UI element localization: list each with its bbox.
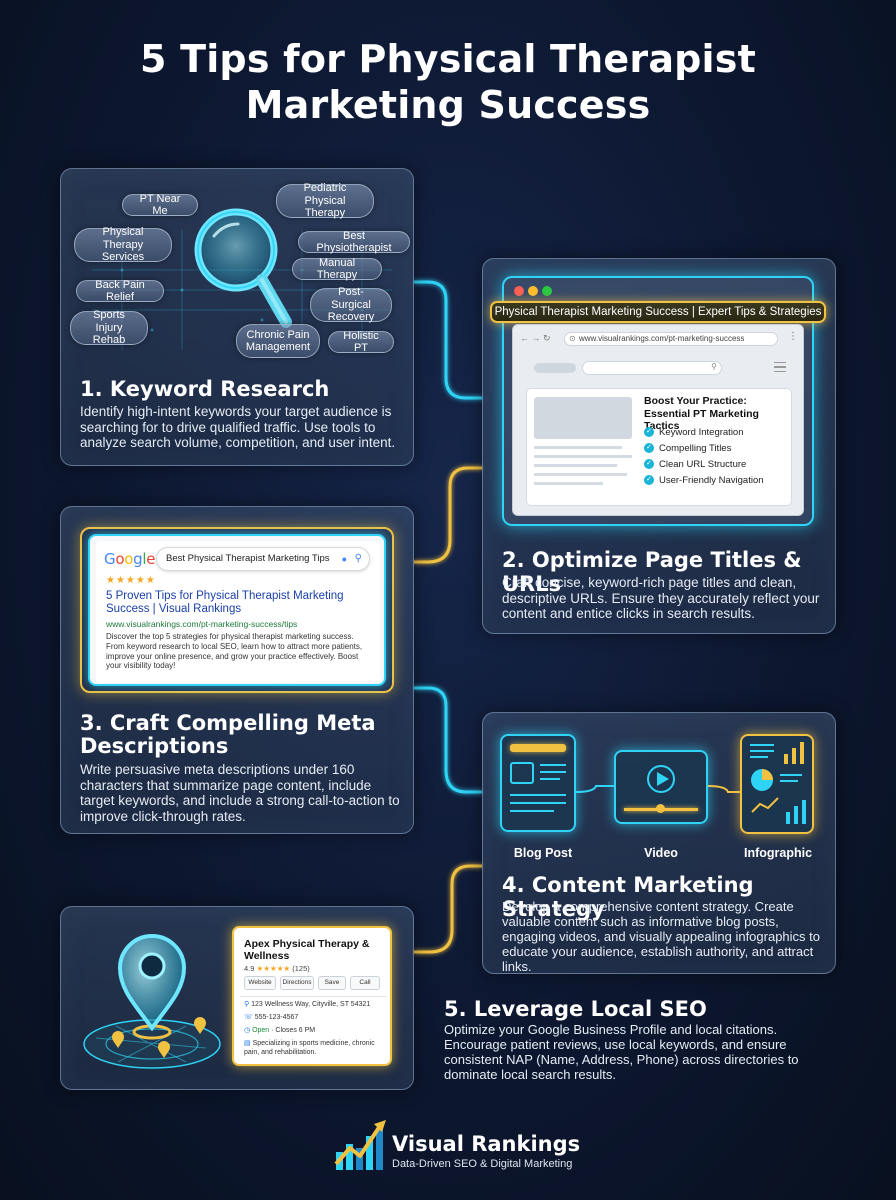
tip-3-heading: 3. Craft Compelling Meta Descriptions	[80, 711, 376, 758]
keyword-pill: Holistic PT	[328, 330, 394, 354]
menu-icon: ⋮	[788, 331, 798, 342]
keyword-pill: Manual Therapy	[292, 257, 382, 281]
keyword-pill: Back Pain Relief	[76, 279, 164, 303]
content-type-label: Infographic	[743, 846, 813, 860]
content-connector-lines	[576, 785, 740, 793]
tip-5-description: Optimize your Google Business Profile an…	[444, 1022, 799, 1082]
article-image-placeholder	[534, 397, 632, 439]
keyword-pill: Pediatric Physical Therapy	[276, 182, 374, 219]
page-title: 5 Tips for Physical Therapist Marketing …	[0, 36, 896, 128]
info-icon: ▤	[244, 1040, 251, 1047]
address-row: ⚲ 123 Wellness Way, Cityville, ST 54321	[244, 1001, 371, 1008]
checklist-item: ✓Clean URL Structure	[644, 458, 746, 472]
page-title-bar: Physical Therapist Marketing Success | E…	[490, 301, 826, 323]
tip-4-description: Develop a comprehensive content strategy…	[502, 899, 820, 974]
phone-icon: ☏	[244, 1014, 253, 1021]
search-icon: ⚲	[354, 553, 362, 564]
url-bar: ⊙ www.visualrankings.com/pt-marketing-su…	[564, 332, 778, 346]
search-query-box: Best Physical Therapist Marketing Tips ●…	[156, 547, 370, 571]
check-icon: ✓	[644, 443, 654, 454]
tip-3-description: Write persuasive meta descriptions under…	[80, 762, 400, 824]
video-icon	[614, 750, 708, 824]
keyword-pill: Sports Injury Rehab	[70, 309, 148, 346]
text-line-placeholders	[534, 446, 632, 485]
lock-icon: ⊙	[569, 334, 576, 343]
keyword-pill: Chronic Pain Management	[236, 324, 320, 358]
close-dot-icon	[514, 286, 524, 296]
connector-1-2	[414, 280, 482, 400]
hamburger-menu-icon	[774, 362, 786, 372]
content-type-label: Video	[644, 846, 678, 860]
check-icon: ✓	[644, 427, 654, 438]
keyword-pill: Best Physiotherapist	[298, 230, 410, 254]
minimize-dot-icon	[528, 286, 538, 296]
checklist-item: ✓Compelling Titles	[644, 442, 731, 456]
connector-2-3	[414, 466, 482, 564]
magnifying-glass-icon	[194, 208, 292, 328]
search-icon: ⚲	[711, 362, 717, 371]
check-icon: ✓	[644, 475, 654, 486]
site-search-box: ⚲	[582, 361, 722, 375]
directions-button[interactable]: Directions	[280, 976, 314, 990]
maximize-dot-icon	[542, 286, 552, 296]
footer-tagline: Data-Driven SEO & Digital Marketing	[392, 1158, 573, 1170]
hours-row: ◷ Open · Closes 6 PM	[244, 1027, 316, 1034]
page-title-line-2: Marketing Success	[245, 83, 651, 127]
tip-5-heading: 5. Leverage Local SEO	[444, 997, 707, 1021]
keyword-pill: Post-Surgical Recovery	[310, 286, 392, 323]
check-icon: ✓	[644, 459, 654, 470]
keyword-pill: Physical Therapy Services	[74, 226, 172, 263]
url-text: www.visualrankings.com/pt-marketing-succ…	[579, 334, 745, 343]
rating-stars: ★★★★★	[106, 575, 156, 586]
business-rating: 4.9 ★★★★★ (125)	[244, 964, 310, 973]
connector-3-4	[414, 686, 482, 794]
search-query-text: Best Physical Therapist Marketing Tips	[166, 553, 330, 564]
footer-brand-name: Visual Rankings	[392, 1132, 581, 1156]
connector-4-5	[414, 864, 482, 954]
website-button[interactable]: Website	[244, 976, 276, 990]
site-logo-placeholder	[534, 363, 576, 373]
call-button[interactable]: Call	[350, 976, 380, 990]
chart-icon	[751, 742, 806, 824]
save-button[interactable]: Save	[318, 976, 346, 990]
play-icon	[647, 765, 675, 793]
clock-icon: ◷	[244, 1027, 251, 1034]
infographic-icon	[740, 734, 814, 834]
checklist-item: ✓User-Friendly Navigation	[644, 474, 764, 488]
serp-outer-frame	[80, 527, 394, 693]
business-name: Apex Physical Therapy & Wellness	[244, 938, 370, 962]
microphone-icon: ●	[341, 554, 347, 564]
result-url: www.visualrankings.com/pt-marketing-succ…	[106, 619, 298, 629]
content-type-label: Blog Post	[513, 846, 573, 860]
visual-rankings-logo-icon	[334, 1120, 386, 1170]
checklist-item: ✓Keyword Integration	[644, 426, 744, 440]
about-row: ▤ Specializing in sports medicine, chron…	[244, 1040, 375, 1056]
blog-post-icon	[500, 734, 576, 832]
page-title-line-1: 5 Tips for Physical Therapist	[140, 37, 756, 81]
keyword-pill: PT Near Me	[122, 193, 198, 217]
result-snippet: Discover the top 5 strategies for physic…	[106, 632, 363, 671]
tip-2-heading: 2. Optimize Page Titles & URLs	[502, 548, 802, 596]
map-pin-icon	[83, 934, 221, 1069]
browser-nav-icons: ← → ↻	[520, 333, 551, 343]
tip-2-description: Craft concise, keyword-rich page titles …	[502, 575, 820, 621]
tip-4-heading: 4. Content Marketing Strategy	[502, 873, 754, 921]
tip-1-heading: 1. Keyword Research	[80, 377, 330, 401]
result-title-link[interactable]: 5 Proven Tips for Physical Therapist Mar…	[106, 590, 344, 615]
gbp-divider	[240, 996, 386, 997]
location-icon: ⚲	[244, 1001, 250, 1008]
phone-row: ☏ 555-123-4567	[244, 1014, 299, 1021]
google-logo: Google	[104, 550, 156, 568]
tip-1-description: Identify high-intent keywords your targe…	[80, 404, 396, 450]
